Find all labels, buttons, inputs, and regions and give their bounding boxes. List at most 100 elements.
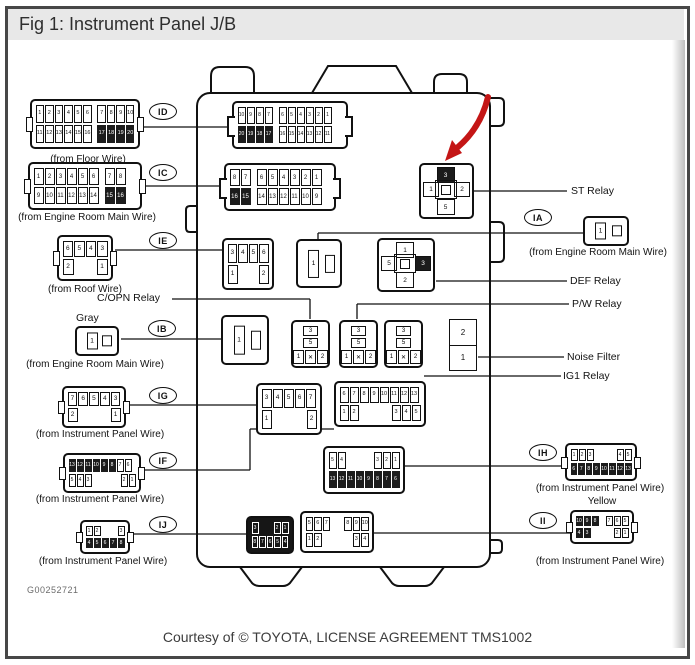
pin-row: 1✕2: [293, 350, 329, 364]
pin-cell: 12: [45, 125, 54, 143]
pin-cell: 5: [89, 392, 99, 406]
pin-cell: 5: [303, 338, 318, 348]
pin-cell: 12: [76, 459, 84, 472]
plug-detail: [611, 225, 622, 237]
pin-cell: 12: [399, 387, 409, 403]
pin-cell: 4: [66, 168, 77, 185]
pin-cell: 3: [55, 168, 66, 185]
pin-cell: 2: [382, 452, 391, 469]
pin-cell: 2: [44, 168, 55, 185]
caption: (from Instrument Panel Wire): [535, 483, 665, 494]
pin-cell: 7: [382, 471, 391, 488]
pin-cell: 2: [314, 107, 323, 124]
pin-cell: 4: [575, 528, 583, 538]
pin-cell: 20: [125, 125, 135, 143]
pin-gap: [272, 410, 306, 429]
pin-cell: 6: [88, 168, 99, 185]
pin-cell: 16: [278, 126, 287, 143]
pin-cell: 13: [68, 459, 76, 472]
pin-cell: 9: [246, 107, 255, 124]
pin-cell: 7: [97, 105, 106, 123]
pin-cell: 2: [365, 350, 376, 364]
pin-cell: 8: [591, 516, 599, 526]
callout-ic: IC: [149, 164, 177, 181]
pin-cell: 11: [84, 459, 92, 472]
plug-detail: [324, 254, 335, 273]
pin-cell: 2: [120, 474, 128, 487]
pin-cell: 6: [124, 459, 132, 472]
pin-cell: 11: [346, 471, 355, 488]
pin-cell: 7: [322, 517, 330, 531]
pin-cell: 8: [359, 387, 369, 403]
pin-cell: 5: [267, 169, 278, 186]
callout-ia: IA: [524, 209, 552, 226]
pin-cell: 15: [104, 187, 115, 204]
pin-cell: 3: [583, 528, 591, 538]
callout-ii: II: [529, 512, 557, 529]
pin-cell: 13: [77, 187, 88, 204]
pin-cell: 5: [287, 107, 296, 124]
pin-cell: 4: [401, 405, 411, 421]
part-label: DEF Relay: [570, 275, 621, 287]
red-arrow-shaft: [455, 94, 491, 150]
caption: (from Engine Room Main Wire): [18, 212, 156, 223]
pin-cell: 5: [283, 389, 294, 408]
caption: (from Roof Wire): [48, 284, 122, 295]
callout-ih: IH: [529, 444, 557, 461]
pin-cell: 1: [323, 107, 332, 124]
pin-cell: 8: [251, 536, 259, 548]
pin-gap: [273, 107, 278, 124]
pin-cell: 7: [578, 463, 585, 475]
pin-cell: 10: [361, 517, 369, 531]
jb-foot-left: [239, 566, 303, 587]
pin-gap: [591, 528, 613, 538]
page-edge-shadow: [672, 40, 685, 648]
pin-cell: 10: [575, 516, 583, 526]
pin-cell: 5: [305, 517, 313, 531]
pin-cell: 6: [613, 516, 621, 526]
pin-row: 1✕2: [386, 350, 422, 364]
pin-cell: 1: [339, 405, 349, 421]
jb-top-bump-middle: [311, 65, 413, 94]
pin-cell: 10: [379, 387, 389, 403]
pin-cell: 11: [608, 463, 616, 475]
pin-cell: 1: [33, 168, 44, 185]
pin-cell: 2: [613, 528, 621, 538]
pin-cell: 3: [289, 169, 300, 186]
pin-gap: [238, 265, 258, 284]
pin-cell: 2: [67, 408, 78, 422]
pin-cell: 13: [624, 463, 632, 475]
pin-cell: 5: [68, 474, 76, 487]
pin-cell: 12: [66, 187, 77, 204]
pin-cell: 17: [97, 125, 106, 143]
pin-cell: 19: [246, 126, 255, 143]
figure-title: Fig 1: Instrument Panel J/B: [19, 14, 237, 34]
pin-gap: [273, 126, 278, 143]
relay-pin-right: 3: [415, 256, 431, 271]
pin-cell: 1: [386, 350, 397, 364]
pin-cell: 5: [624, 449, 632, 461]
pin-cell: ✕: [305, 350, 316, 364]
pin-cell: 3: [110, 392, 121, 406]
pin-cell: 10: [44, 187, 55, 204]
relay-pin-bottom: 5: [436, 199, 455, 215]
pin-cell: 4: [64, 105, 73, 123]
pin-cell: 2: [300, 169, 311, 186]
pin-cell: 3: [396, 326, 411, 336]
pin-cell: 4: [278, 169, 289, 186]
pin-cell: 7: [104, 168, 115, 185]
